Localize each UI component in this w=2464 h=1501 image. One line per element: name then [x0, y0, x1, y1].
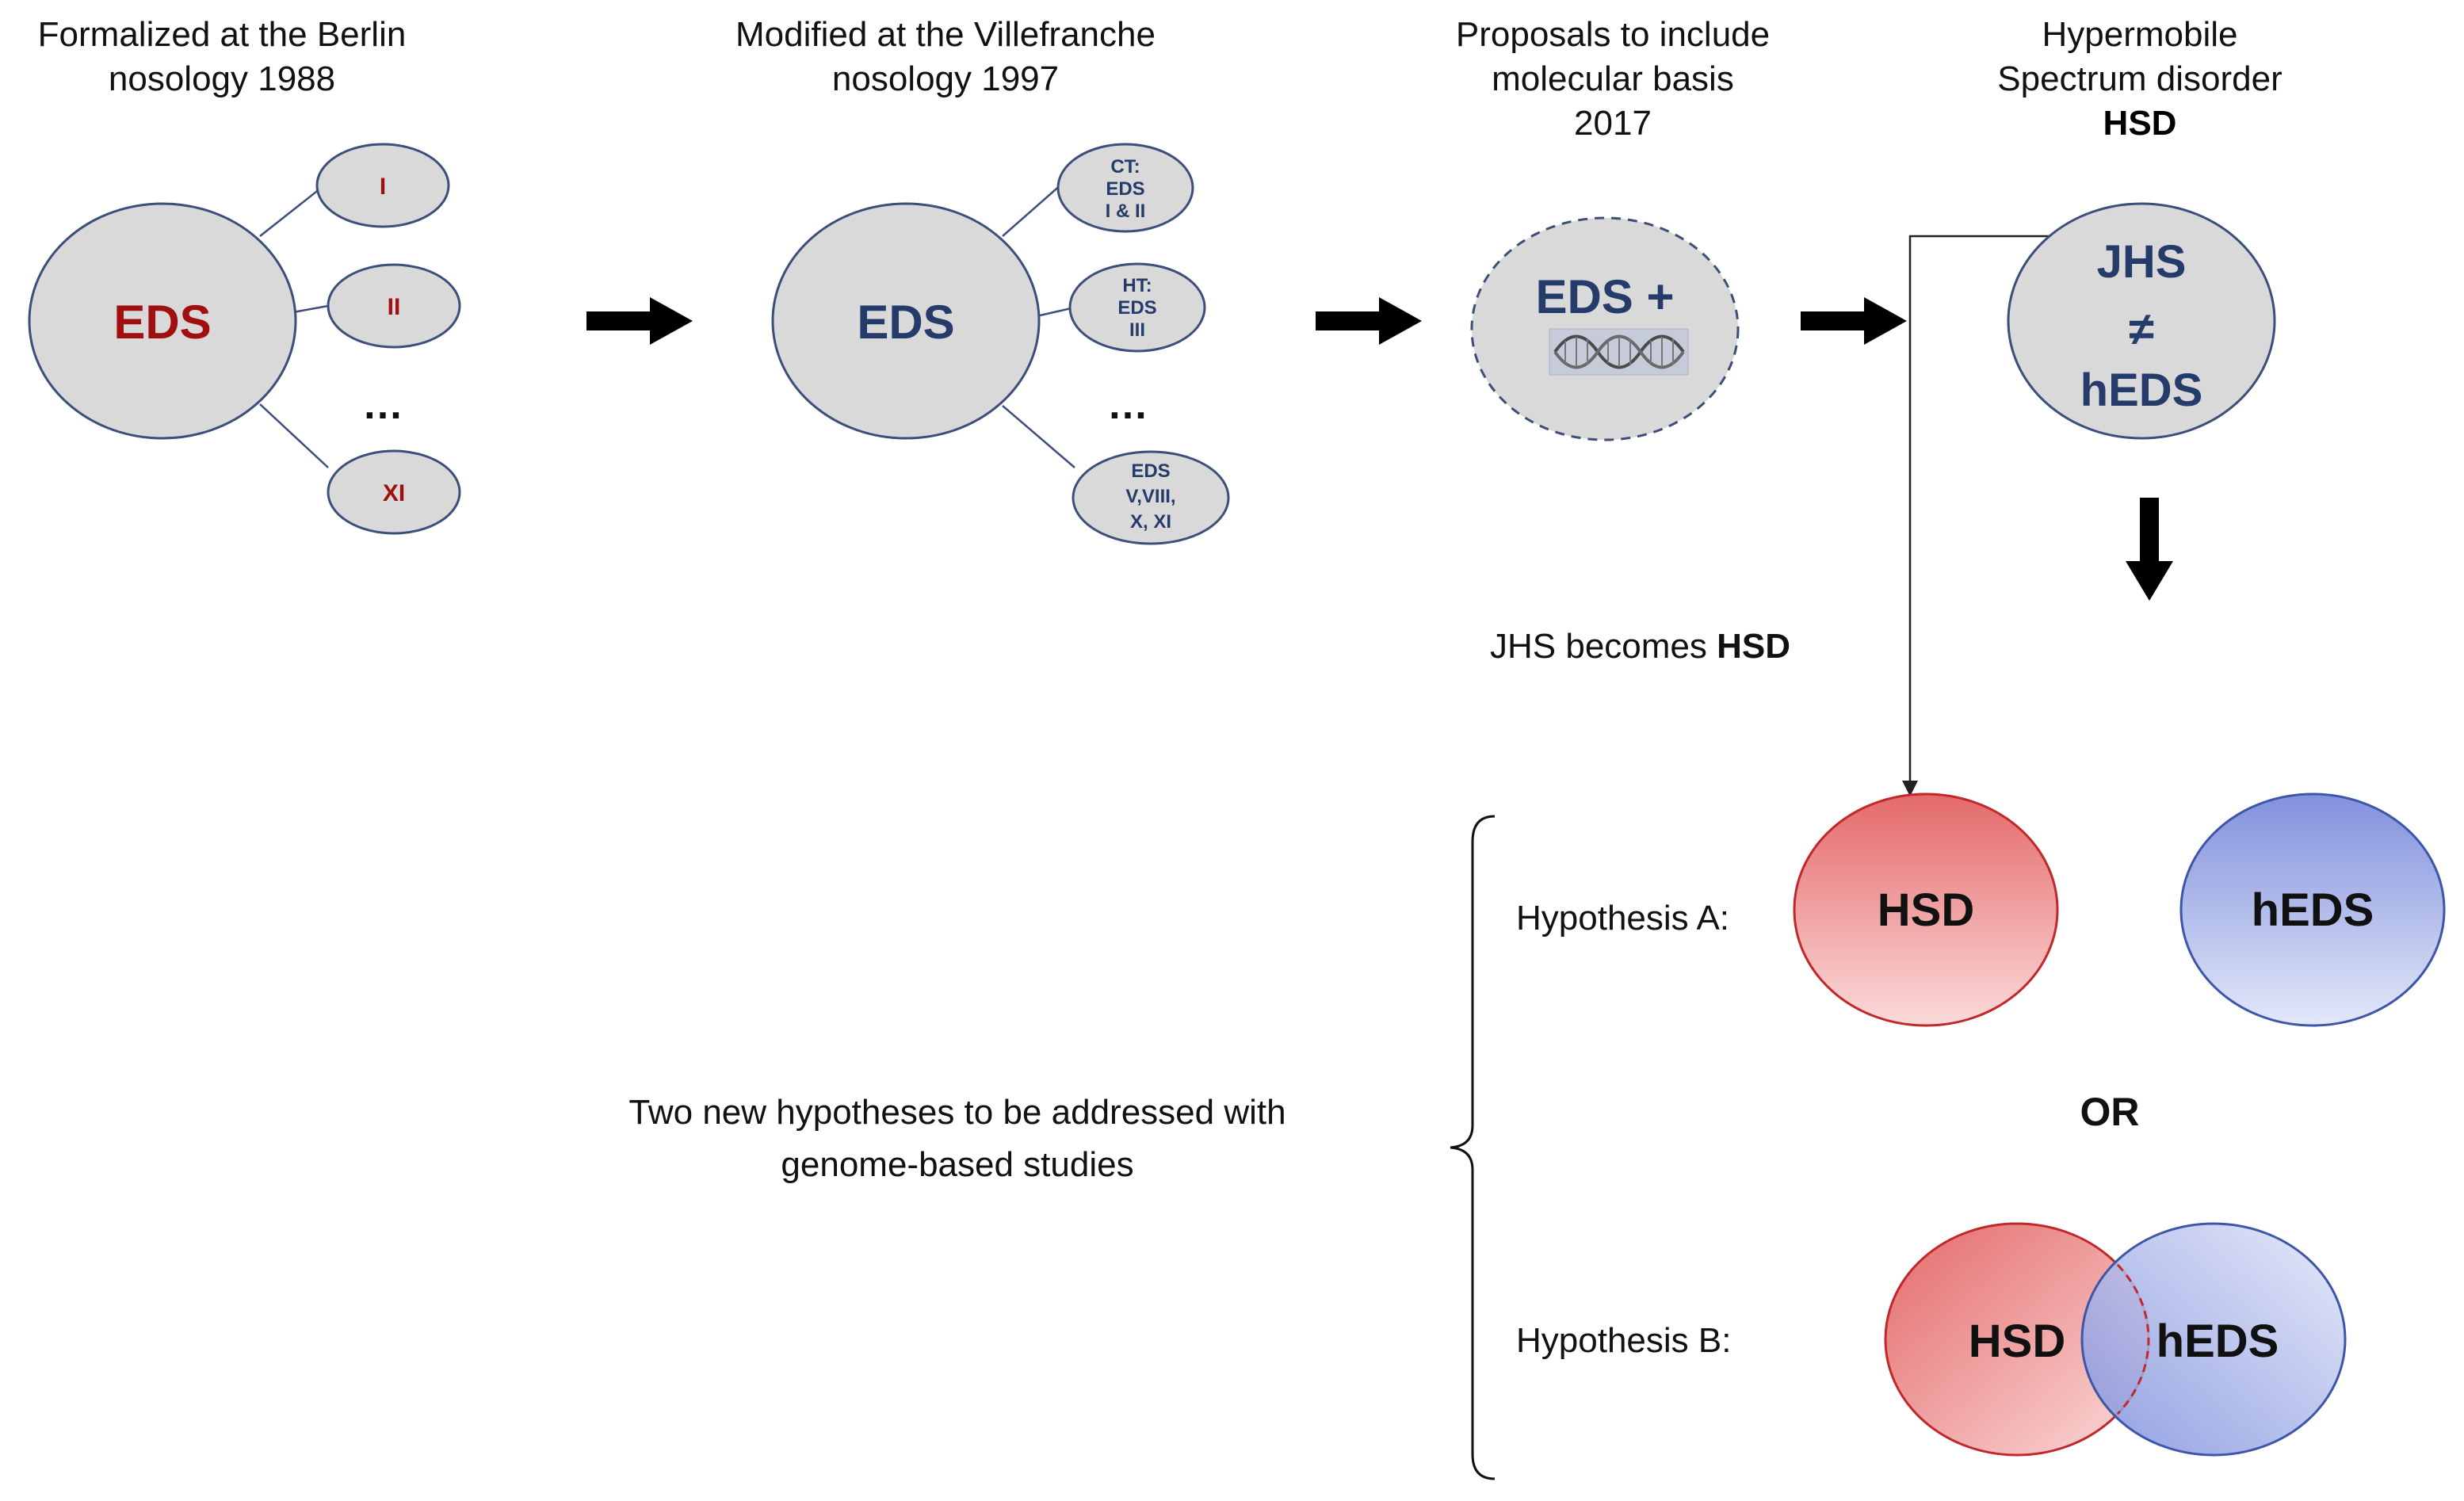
overlap-outline	[2116, 1263, 2150, 1415]
curly-brace	[1450, 815, 1496, 1480]
hsd-caption-line-1: Hypermobile	[2042, 15, 2238, 54]
heds-label: hEDS	[2080, 365, 2203, 416]
not-equal-label: ≠	[2129, 304, 2154, 355]
hsd-label: HSD	[1878, 884, 1974, 936]
jhs-becomes-text: JHS becomes HSD	[1490, 627, 1790, 666]
connector-line	[259, 188, 321, 237]
hsd-circle	[1793, 793, 2059, 1027]
hypothesis-b: Hypothesis B: HSD hEDS	[1516, 1222, 2347, 1457]
subtype-label: EDS	[1131, 460, 1170, 482]
subtype-circle	[327, 263, 461, 349]
subtype-label: II	[388, 294, 401, 320]
villefranche-caption-line-1: Modified at the Villefranche	[735, 15, 1156, 54]
jhs-circle	[2007, 202, 2276, 440]
subtype-label: EDS	[1117, 297, 1156, 319]
jhs-label: JHS	[2097, 236, 2187, 288]
subtype-label: X, XI	[1130, 511, 1171, 533]
hsd-caption-line-2: Spectrum disorder	[1997, 59, 2282, 98]
eds-main-circle	[28, 202, 297, 440]
hypothesis-a-label: Hypothesis A:	[1516, 899, 1729, 938]
stage-berlin: Formalized at the Berlin nosology 1988 E…	[28, 15, 461, 535]
stage-hsd: Hypermobile Spectrum disorder HSD JHS ≠ …	[1997, 15, 2283, 440]
hsd-label: HSD	[1969, 1316, 2065, 1367]
berlin-caption-line-1: Formalized at the Berlin	[38, 15, 407, 54]
connector-line	[259, 403, 329, 468]
connector-line	[292, 304, 329, 314]
summary-line-2: genome-based studies	[781, 1145, 1133, 1184]
subtype-label: III	[1129, 319, 1145, 341]
arrow-right-icon	[1801, 297, 1907, 345]
proposals-caption-line-3: 2017	[1574, 104, 1652, 143]
connector-line	[1002, 183, 1063, 237]
subtype-label: HT:	[1122, 275, 1152, 296]
stage-villefranche: Modified at the Villefranche nosology 19…	[735, 15, 1230, 545]
arrow-down-icon	[2126, 498, 2173, 601]
ellipsis: …	[362, 382, 403, 428]
connector-line	[1002, 405, 1075, 468]
eds-plus-label: EDS +	[1535, 270, 1674, 323]
subtype-label: XI	[383, 480, 405, 506]
berlin-caption-line-2: nosology 1988	[109, 59, 335, 98]
heds-label: hEDS	[2156, 1316, 2279, 1367]
subtype-label: I & II	[1106, 201, 1146, 222]
subtype-circle	[1072, 450, 1230, 545]
summary-line-1: Two new hypotheses to be addressed with	[628, 1093, 1285, 1132]
hsd-caption-bold: HSD	[2103, 104, 2177, 143]
arrow-right-icon	[586, 297, 693, 345]
subtype-label: CT:	[1110, 156, 1140, 178]
proposals-caption-line-1: Proposals to include	[1456, 15, 1770, 54]
eds-label: EDS	[113, 296, 211, 349]
subtype-circle	[1068, 262, 1206, 353]
subtype-label: V,VIII,	[1125, 486, 1175, 507]
subtype-circle	[327, 449, 461, 535]
heds-circle	[2080, 1222, 2347, 1457]
heds-label: hEDS	[2252, 884, 2374, 936]
arrow-right-icon	[1316, 297, 1422, 345]
eds-main-circle	[771, 202, 1041, 440]
eds-label: EDS	[857, 296, 954, 349]
subtype-label: I	[380, 174, 386, 200]
villefranche-caption-line-2: nosology 1997	[832, 59, 1059, 98]
heds-circle	[2179, 793, 2446, 1027]
or-label: OR	[2080, 1090, 2140, 1134]
dna-icon	[1549, 328, 1689, 376]
arrowhead-icon	[1902, 781, 1918, 796]
subtype-circle	[315, 143, 450, 228]
hypothesis-b-label: Hypothesis B:	[1516, 1321, 1731, 1360]
proposals-caption-line-2: molecular basis	[1492, 59, 1734, 98]
subtype-label: EDS	[1106, 178, 1144, 200]
hypothesis-a: Hypothesis A: HSD hEDS	[1516, 793, 2446, 1027]
stage-proposals: Proposals to include molecular basis 201…	[1456, 15, 1770, 441]
ellipsis: …	[1107, 382, 1148, 428]
subtype-circle	[1056, 143, 1194, 233]
